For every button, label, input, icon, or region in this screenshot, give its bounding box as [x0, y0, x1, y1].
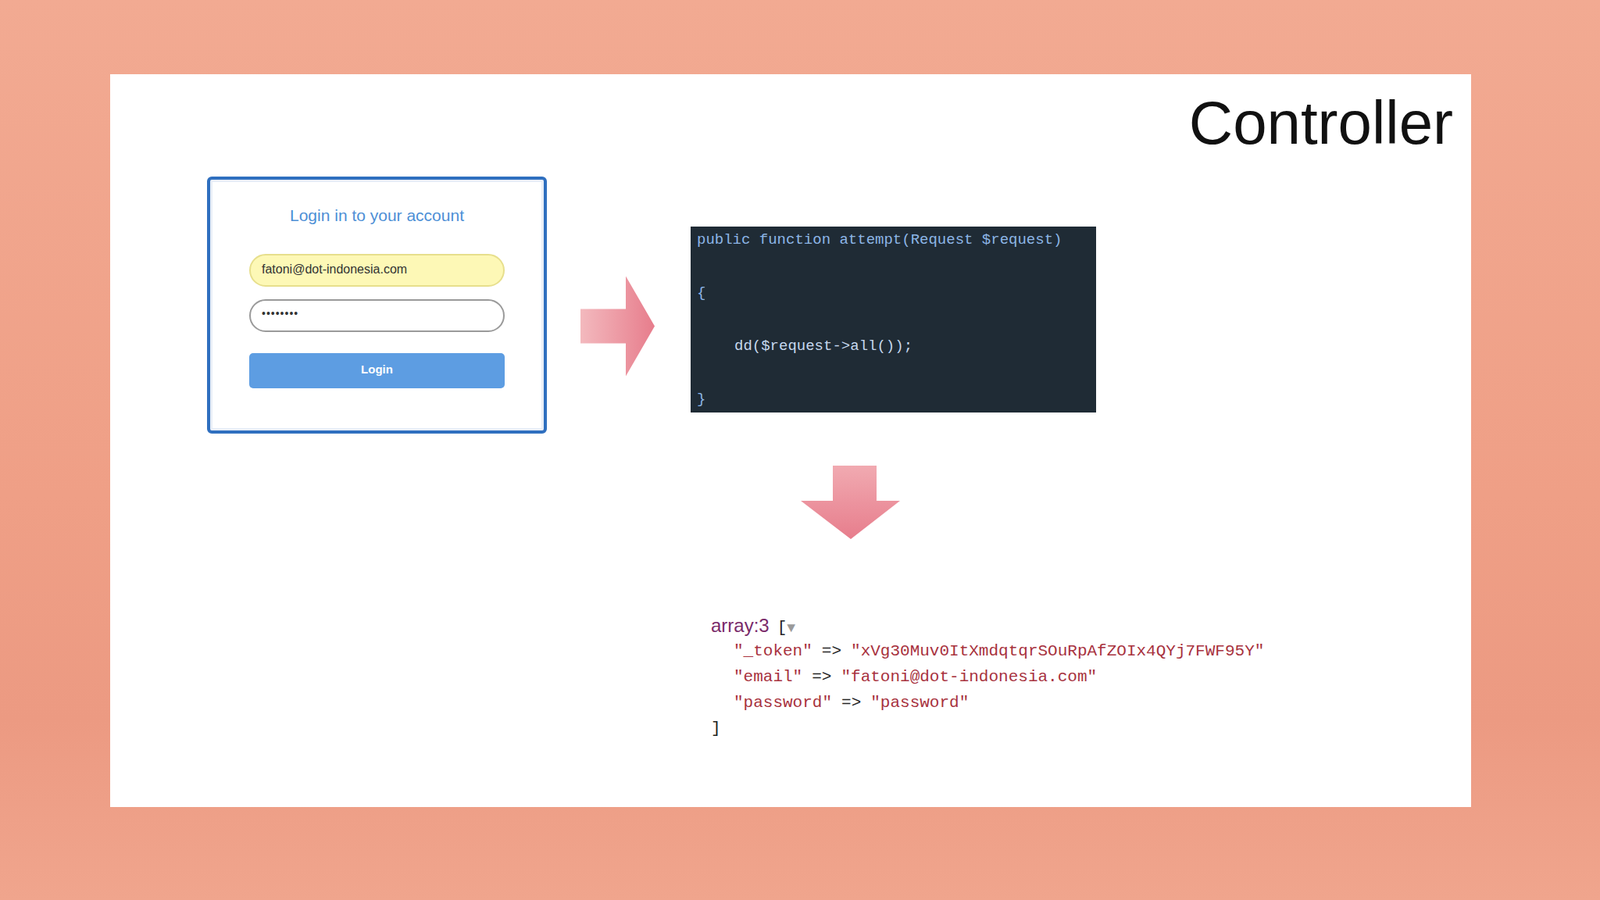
dump-token: => — [821, 638, 842, 665]
email-input: fatoni@dot-indonesia.com — [249, 253, 505, 287]
slide-title: Controller — [1189, 87, 1454, 159]
code-line: dd($request->all()); — [734, 337, 913, 355]
dump-token: "fatoni@dot-indonesia.com" — [840, 664, 1097, 690]
password-input: •••••••• — [249, 299, 505, 333]
dump-token: ] — [710, 715, 722, 742]
dump-token: => — [811, 664, 832, 690]
dump-token: ▼ — [786, 615, 796, 642]
login-button: Login — [249, 353, 505, 389]
dump-token: "_token" — [733, 638, 813, 665]
login-card: Login in to your account fatoni@dot-indon… — [207, 176, 547, 434]
dump-token: "password" — [870, 689, 969, 716]
dump-output: array:3[▼"_token"=>"xVg30Muv0ItXmdqtqrSO… — [710, 612, 1265, 742]
dump-token: "xVg30Muv0ItXmdqtqrSOuRpAfZOIx4QYj7FWF95… — [850, 638, 1265, 665]
ui-text: •••••••• — [261, 307, 299, 320]
dump-token: array:3 — [710, 612, 770, 639]
ui-text: Login — [249, 362, 505, 376]
ui-text: fatoni@dot-indonesia.com — [261, 262, 408, 277]
code-box: public function attempt(Request $request… — [690, 226, 1097, 413]
code-line: { — [696, 284, 706, 302]
dump-token: => — [841, 689, 861, 716]
down-arrow — [800, 465, 900, 540]
dump-token: "email" — [733, 664, 803, 690]
block-arrow — [580, 276, 655, 377]
code-line: } — [696, 390, 706, 408]
code-line: public function attempt(Request $request… — [696, 231, 1062, 249]
ui-text: Login in to your account — [210, 206, 544, 225]
dump-token: "password" — [733, 689, 833, 716]
dump-token: [ — [777, 614, 788, 641]
